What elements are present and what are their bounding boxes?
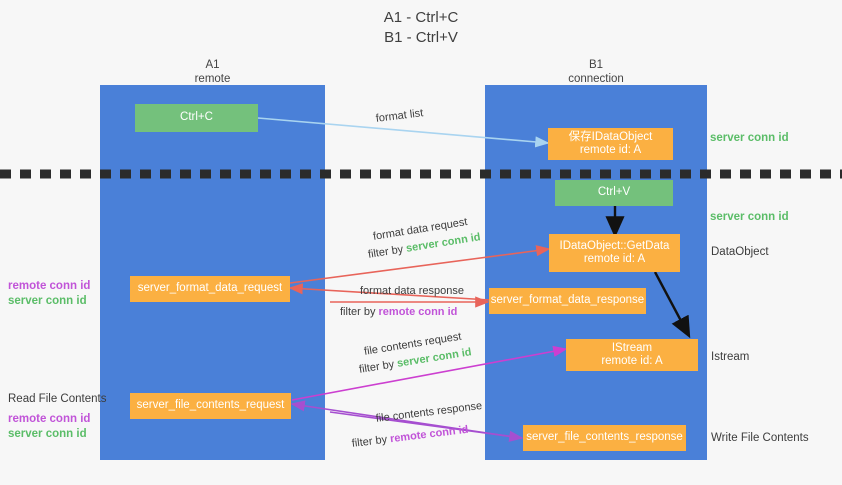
left-label-remote-conn-id-1: remote conn id — [8, 280, 91, 292]
box-file-contents-request-label: server_file_contents_request — [136, 399, 285, 412]
right-label-istream: Istream — [711, 351, 750, 363]
box-istream[interactable]: IStream remote id: A — [566, 339, 698, 371]
box-server-format-data-request[interactable]: server_format_data_request — [130, 276, 290, 302]
title-line-1: A1 - Ctrl+C — [383, 9, 459, 26]
box-format-data-response-label: server_format_data_response — [490, 294, 645, 307]
edge-label-format-list-text: format list — [375, 107, 424, 125]
box-file-contents-response-label: server_file_contents_response — [526, 431, 683, 444]
column-a1-name: A1 — [205, 59, 220, 71]
right-label-server-conn-id-mid: server conn id — [710, 211, 789, 223]
left-label-server-conn-id-2: server conn id — [8, 428, 87, 440]
page-title: A1 - Ctrl+C B1 - Ctrl+V — [0, 8, 842, 48]
box-ctrl-c[interactable]: Ctrl+C — [135, 104, 258, 132]
box-ctrl-v-label: Ctrl+V — [597, 186, 631, 199]
edge-label-format-data-response-filter: filter by remote conn id — [340, 305, 457, 319]
column-b1-sub: connection — [568, 73, 624, 85]
left-label-server-conn-id-1: server conn id — [8, 295, 87, 307]
edge-label-file-contents-response-filter: filter by remote conn id — [351, 423, 469, 451]
box-getdata-line1: IDataObject::GetData — [559, 239, 670, 252]
box-idataobject-remote-line1: 保存IDataObject — [568, 130, 653, 143]
title-line-2: B1 - Ctrl+V — [384, 29, 458, 46]
box-server-file-contents-response[interactable]: server_file_contents_response — [523, 425, 686, 451]
filter-key-remote-conn-id-2: remote conn id — [389, 423, 470, 446]
box-server-format-data-response[interactable]: server_format_data_response — [489, 288, 646, 314]
box-idataobject-remote[interactable]: 保存IDataObject remote id: A — [548, 128, 673, 160]
box-ctrl-c-label: Ctrl+C — [180, 111, 213, 124]
box-idataobject-remote-line2: remote id: A — [579, 144, 642, 156]
right-label-write-file-contents: Write File Contents — [711, 432, 809, 444]
edge-label-file-contents-response-text: file contents response — [375, 399, 483, 425]
edge-label-format-data-response: format data response — [360, 284, 464, 298]
edge-label-format-data-response-text: format data response — [360, 285, 464, 297]
filter-prefix-2: filter by — [340, 306, 379, 318]
left-label-read-file-contents: Read File Contents — [8, 393, 107, 405]
filter-prefix: filter by — [367, 242, 408, 261]
right-label-dataobject: DataObject — [711, 246, 769, 258]
left-label-remote-conn-id-2: remote conn id — [8, 413, 91, 425]
edge-label-format-list: format list — [375, 106, 424, 126]
box-format-data-request-label: server_format_data_request — [137, 282, 283, 295]
box-ctrl-v[interactable]: Ctrl+V — [555, 180, 673, 206]
box-server-file-contents-request[interactable]: server_file_contents_request — [130, 393, 291, 419]
right-label-server-conn-id-top: server conn id — [710, 132, 789, 144]
filter-key-remote-conn-id: remote conn id — [378, 306, 458, 318]
column-header-a1: A1 remote — [100, 58, 325, 86]
column-b1-name: B1 — [588, 59, 604, 71]
box-istream-line2: remote id: A — [601, 355, 663, 367]
filter-prefix-3: filter by — [358, 357, 399, 376]
box-idataobject-getdata[interactable]: IDataObject::GetData remote id: A — [549, 234, 680, 272]
box-getdata-line2: remote id: A — [583, 253, 646, 265]
box-istream-line1: IStream — [611, 341, 653, 354]
column-header-b1: B1 connection — [485, 58, 707, 86]
column-a1-sub: remote — [194, 73, 231, 85]
filter-prefix-4: filter by — [351, 433, 391, 450]
